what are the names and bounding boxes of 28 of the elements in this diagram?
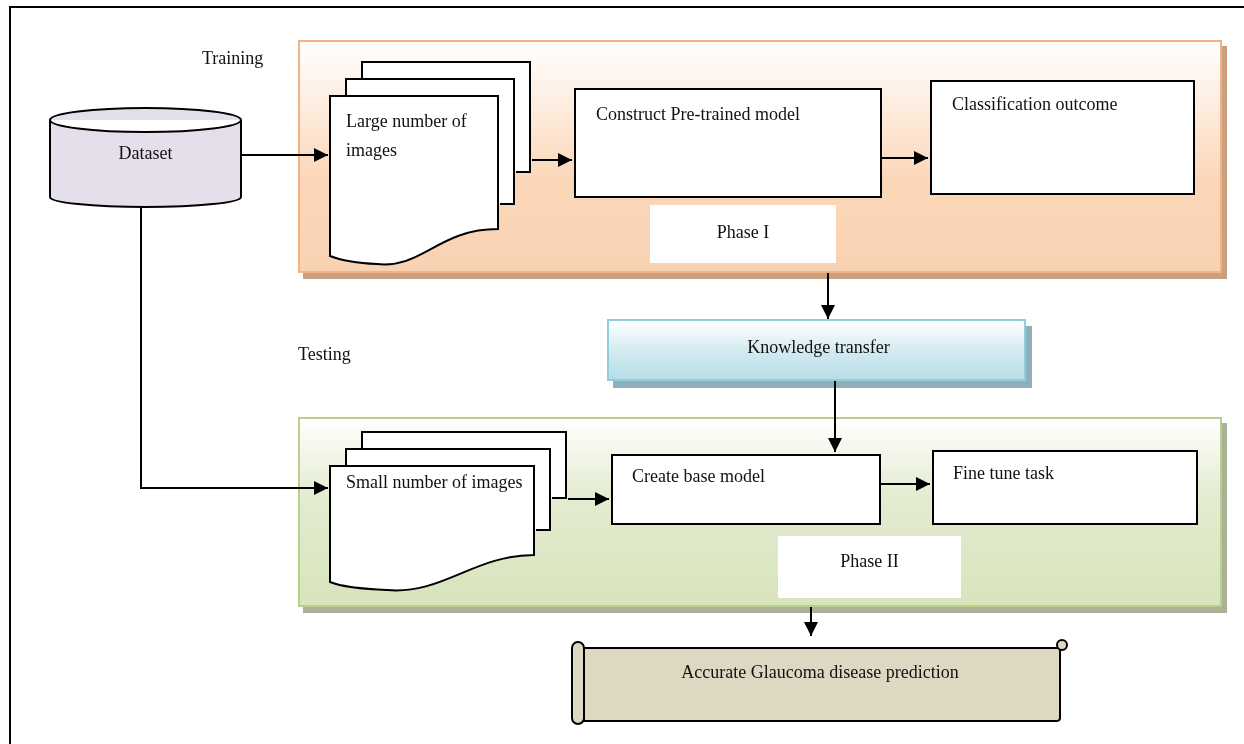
arrow — [567, 492, 610, 506]
arrow — [531, 153, 573, 167]
arrow — [804, 606, 818, 637]
node-label: Knowledge transfer — [746, 336, 891, 359]
node-label: Large number of images — [346, 110, 468, 162]
phase-label: Phase I — [715, 221, 771, 244]
node-label: Dataset — [117, 142, 174, 165]
process-box — [611, 454, 881, 525]
node-label: Create base model — [632, 465, 766, 488]
arrow — [241, 148, 329, 162]
arrow — [879, 151, 929, 165]
process-box — [930, 80, 1195, 195]
process-box — [574, 88, 882, 198]
arrow — [878, 477, 931, 491]
panel-heading: Testing — [298, 343, 352, 366]
node-label: Small number of images — [346, 471, 524, 494]
panel-heading: Training — [202, 47, 265, 70]
node-label: Construct Pre-trained model — [596, 103, 801, 126]
arrow — [828, 380, 842, 453]
node-label: Fine tune task — [953, 462, 1055, 485]
node-label: Accurate Glaucoma disease prediction — [680, 661, 960, 684]
arrow — [140, 206, 329, 495]
node-label: Classification outcome — [952, 93, 1119, 116]
label-panel — [650, 205, 836, 263]
phase-label: Phase II — [839, 550, 900, 573]
label-panel — [778, 536, 961, 598]
process-box — [932, 450, 1198, 525]
arrow — [821, 272, 835, 320]
